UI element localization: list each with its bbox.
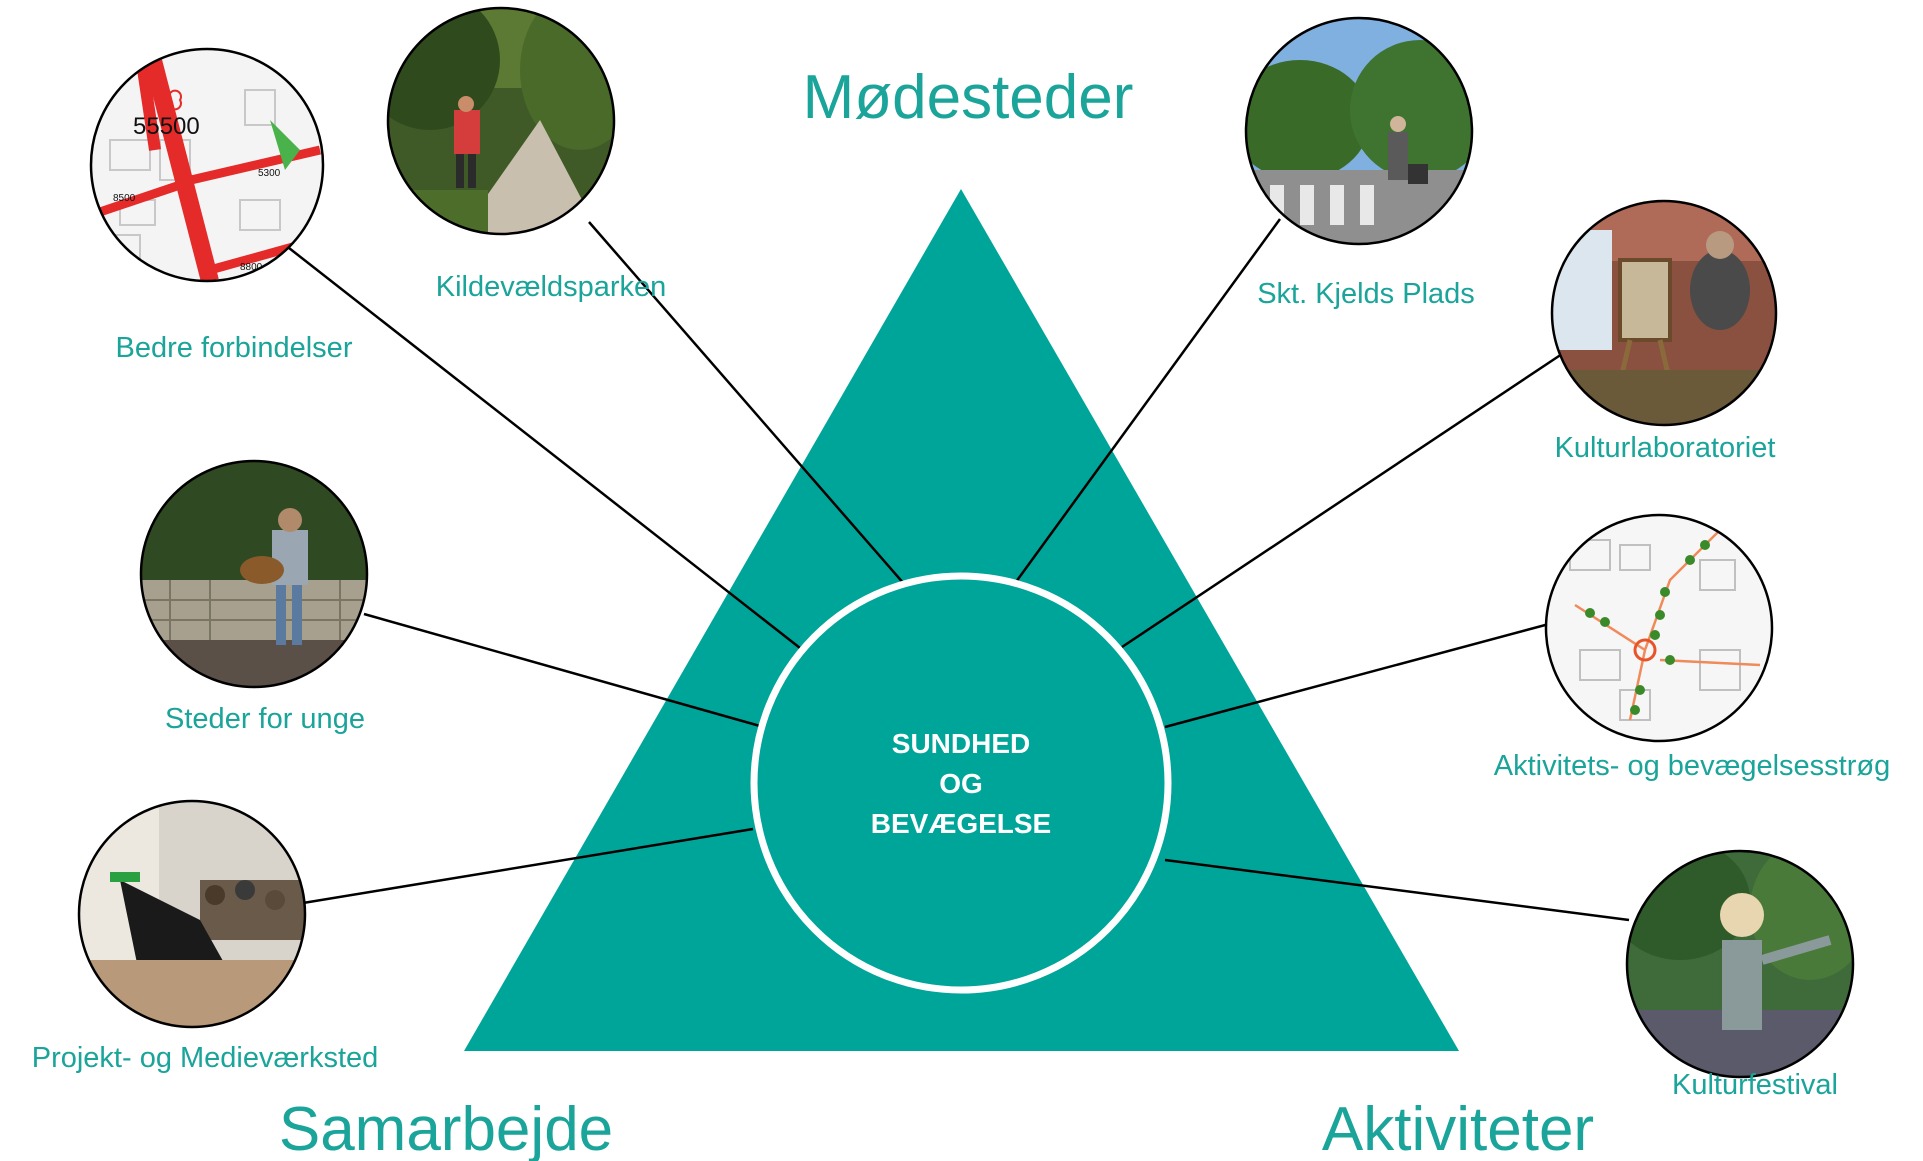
node-kulturlaboratoriet: Kulturlaboratoriet: [1550, 199, 1778, 464]
corner-label-bottom-left: Samarbejde: [279, 1095, 613, 1161]
park-runner-photo: [388, 8, 614, 234]
connector-steder: [363, 612, 761, 728]
label-skt-kjelds-plads: Skt. Kjelds Plads: [1257, 278, 1475, 310]
connector-projekt: [302, 827, 754, 905]
map-number-2: 8500: [113, 193, 136, 204]
youth-guitar-photo: [141, 461, 367, 687]
connector-bedre: [288, 247, 801, 649]
node-kildevaeldsparken: Kildevældsparken: [386, 6, 667, 303]
center-line-2: OG: [939, 768, 983, 799]
node-bedre-forbindelser: 55500 5300 8500 8800 Bedre forbindelser: [89, 47, 353, 364]
label-kildevaeldsparken: Kildevældsparken: [436, 271, 667, 303]
node-projekt-og-medievaerksted: Projekt- og Medieværksted: [32, 799, 379, 1074]
route-map-thumbnail: [1546, 515, 1772, 741]
square-crossing-photo: [1246, 18, 1472, 244]
center-line-1: SUNDHED: [892, 728, 1030, 759]
connector-aktiv: [1164, 622, 1550, 729]
map-number-big: 55500: [133, 113, 200, 140]
corner-label-bottom-right: Aktiviteter: [1322, 1095, 1594, 1161]
connector-kjelds: [1011, 218, 1282, 587]
map-number-3: 8800: [240, 262, 263, 273]
connector-lines: [288, 218, 1630, 922]
center-circle: [750, 572, 1172, 994]
label-aktivitets-og-bevaegelsesstroeg: Aktivitets- og bevægelsesstrøg: [1494, 750, 1890, 782]
label-bedre-forbindelser: Bedre forbindelser: [116, 332, 353, 364]
connector-kilde: [588, 221, 906, 586]
connector-kultur: [1121, 348, 1569, 649]
label-kulturfestival: Kulturfestival: [1672, 1069, 1838, 1101]
node-aktivitets-og-bevaegelsesstroeg: Aktivitets- og bevægelsesstrøg: [1494, 513, 1890, 782]
center-line-3: BEVÆGELSE: [871, 808, 1051, 839]
map-number-1: 5300: [258, 168, 281, 179]
label-steder-for-unge: Steder for unge: [165, 703, 365, 735]
corner-label-top: Mødesteder: [803, 63, 1134, 132]
node-kulturfestival: Kulturfestival: [1625, 849, 1855, 1101]
festival-child-photo: [1627, 851, 1853, 1077]
connector-festival: [1164, 858, 1630, 922]
label-projekt-og-medievaerksted: Projekt- og Medieværksted: [32, 1042, 379, 1074]
node-steder-for-unge: Steder for unge: [139, 459, 369, 735]
label-kulturlaboratoriet: Kulturlaboratoriet: [1555, 432, 1776, 464]
node-skt-kjelds-plads: Skt. Kjelds Plads: [1244, 16, 1475, 310]
workshop-photo: [79, 801, 305, 1027]
